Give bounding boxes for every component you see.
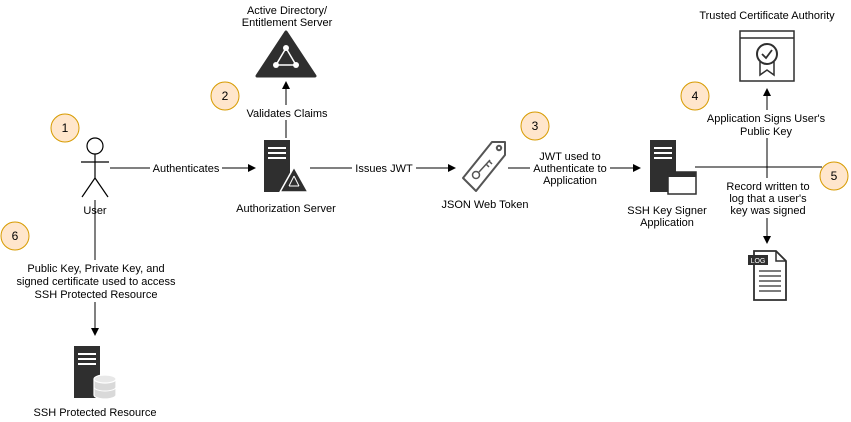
step-1-number: 1 <box>62 121 69 135</box>
active-directory-label-2: Entitlement Server <box>242 17 333 29</box>
label-jwt-used-3: Application <box>543 175 597 187</box>
label-jwt-used-2: Authenticate to <box>533 163 606 175</box>
user-label: User <box>83 205 107 217</box>
label-record-2: log that a user's <box>729 193 807 205</box>
step-2: 2 <box>210 81 240 111</box>
ssh-resource-label: SSH Protected Resource <box>34 407 157 419</box>
step-1: 1 <box>50 113 80 143</box>
label-public-key-1: Public Key, Private Key, and <box>27 263 164 275</box>
active-directory-label-1: Active Directory/ <box>247 5 328 17</box>
ssh-key-signer-label-1: SSH Key Signer <box>627 205 707 217</box>
label-record-3: key was signed <box>730 205 805 217</box>
label-authenticates: Authenticates <box>153 163 220 175</box>
jwt-label: JSON Web Token <box>441 199 528 211</box>
label-issues-jwt: Issues JWT <box>355 163 413 175</box>
label-public-key-2: signed certificate used to access <box>17 276 176 288</box>
ssh-key-signer-label-2: Application <box>640 217 694 229</box>
label-app-signs-2: Public Key <box>740 126 792 138</box>
directory-badge-icon <box>279 166 309 193</box>
label-validates-claims: Validates Claims <box>246 108 328 120</box>
log-file-icon: LOG <box>748 250 787 301</box>
jwt-node: JSON Web Token <box>441 141 529 211</box>
database-icon <box>93 374 117 400</box>
step-5: 5 <box>819 161 849 191</box>
step-2-number: 2 <box>222 89 229 103</box>
user-node: User <box>81 137 109 217</box>
step-markers: 1 2 3 4 5 6 <box>0 81 849 251</box>
step-3: 3 <box>520 111 550 141</box>
label-jwt-used-1: JWT used to <box>539 151 601 163</box>
label-public-key-3: SSH Protected Resource <box>35 289 158 301</box>
directory-triangle-icon <box>255 30 317 78</box>
user-icon <box>81 137 109 198</box>
step-6: 6 <box>0 221 30 251</box>
active-directory-node: Active Directory/ Entitlement Server <box>242 5 333 78</box>
ssh-key-signer-node: SSH Key Signer Application <box>627 140 707 229</box>
step-6-number: 6 <box>12 229 19 243</box>
log-badge-text: LOG <box>751 258 766 265</box>
application-window-icon <box>667 171 697 195</box>
step-4: 4 <box>680 81 710 111</box>
trusted-ca-label: Trusted Certificate Authority <box>699 10 835 22</box>
label-record-1: Record written to <box>726 181 809 193</box>
step-3-number: 3 <box>532 119 539 133</box>
trusted-ca-node: Trusted Certificate Authority <box>699 10 835 82</box>
step-4-number: 4 <box>692 89 699 103</box>
step-5-number: 5 <box>831 169 838 183</box>
ssh-resource-node: SSH Protected Resource <box>34 346 157 419</box>
label-app-signs-1: Application Signs User's <box>707 113 826 125</box>
certificate-icon <box>739 30 795 82</box>
log-node: LOG <box>748 250 787 301</box>
authorization-server-label: Authorization Server <box>236 203 336 215</box>
token-tag-icon <box>462 141 506 192</box>
authorization-server-node: Authorization Server <box>236 140 336 215</box>
